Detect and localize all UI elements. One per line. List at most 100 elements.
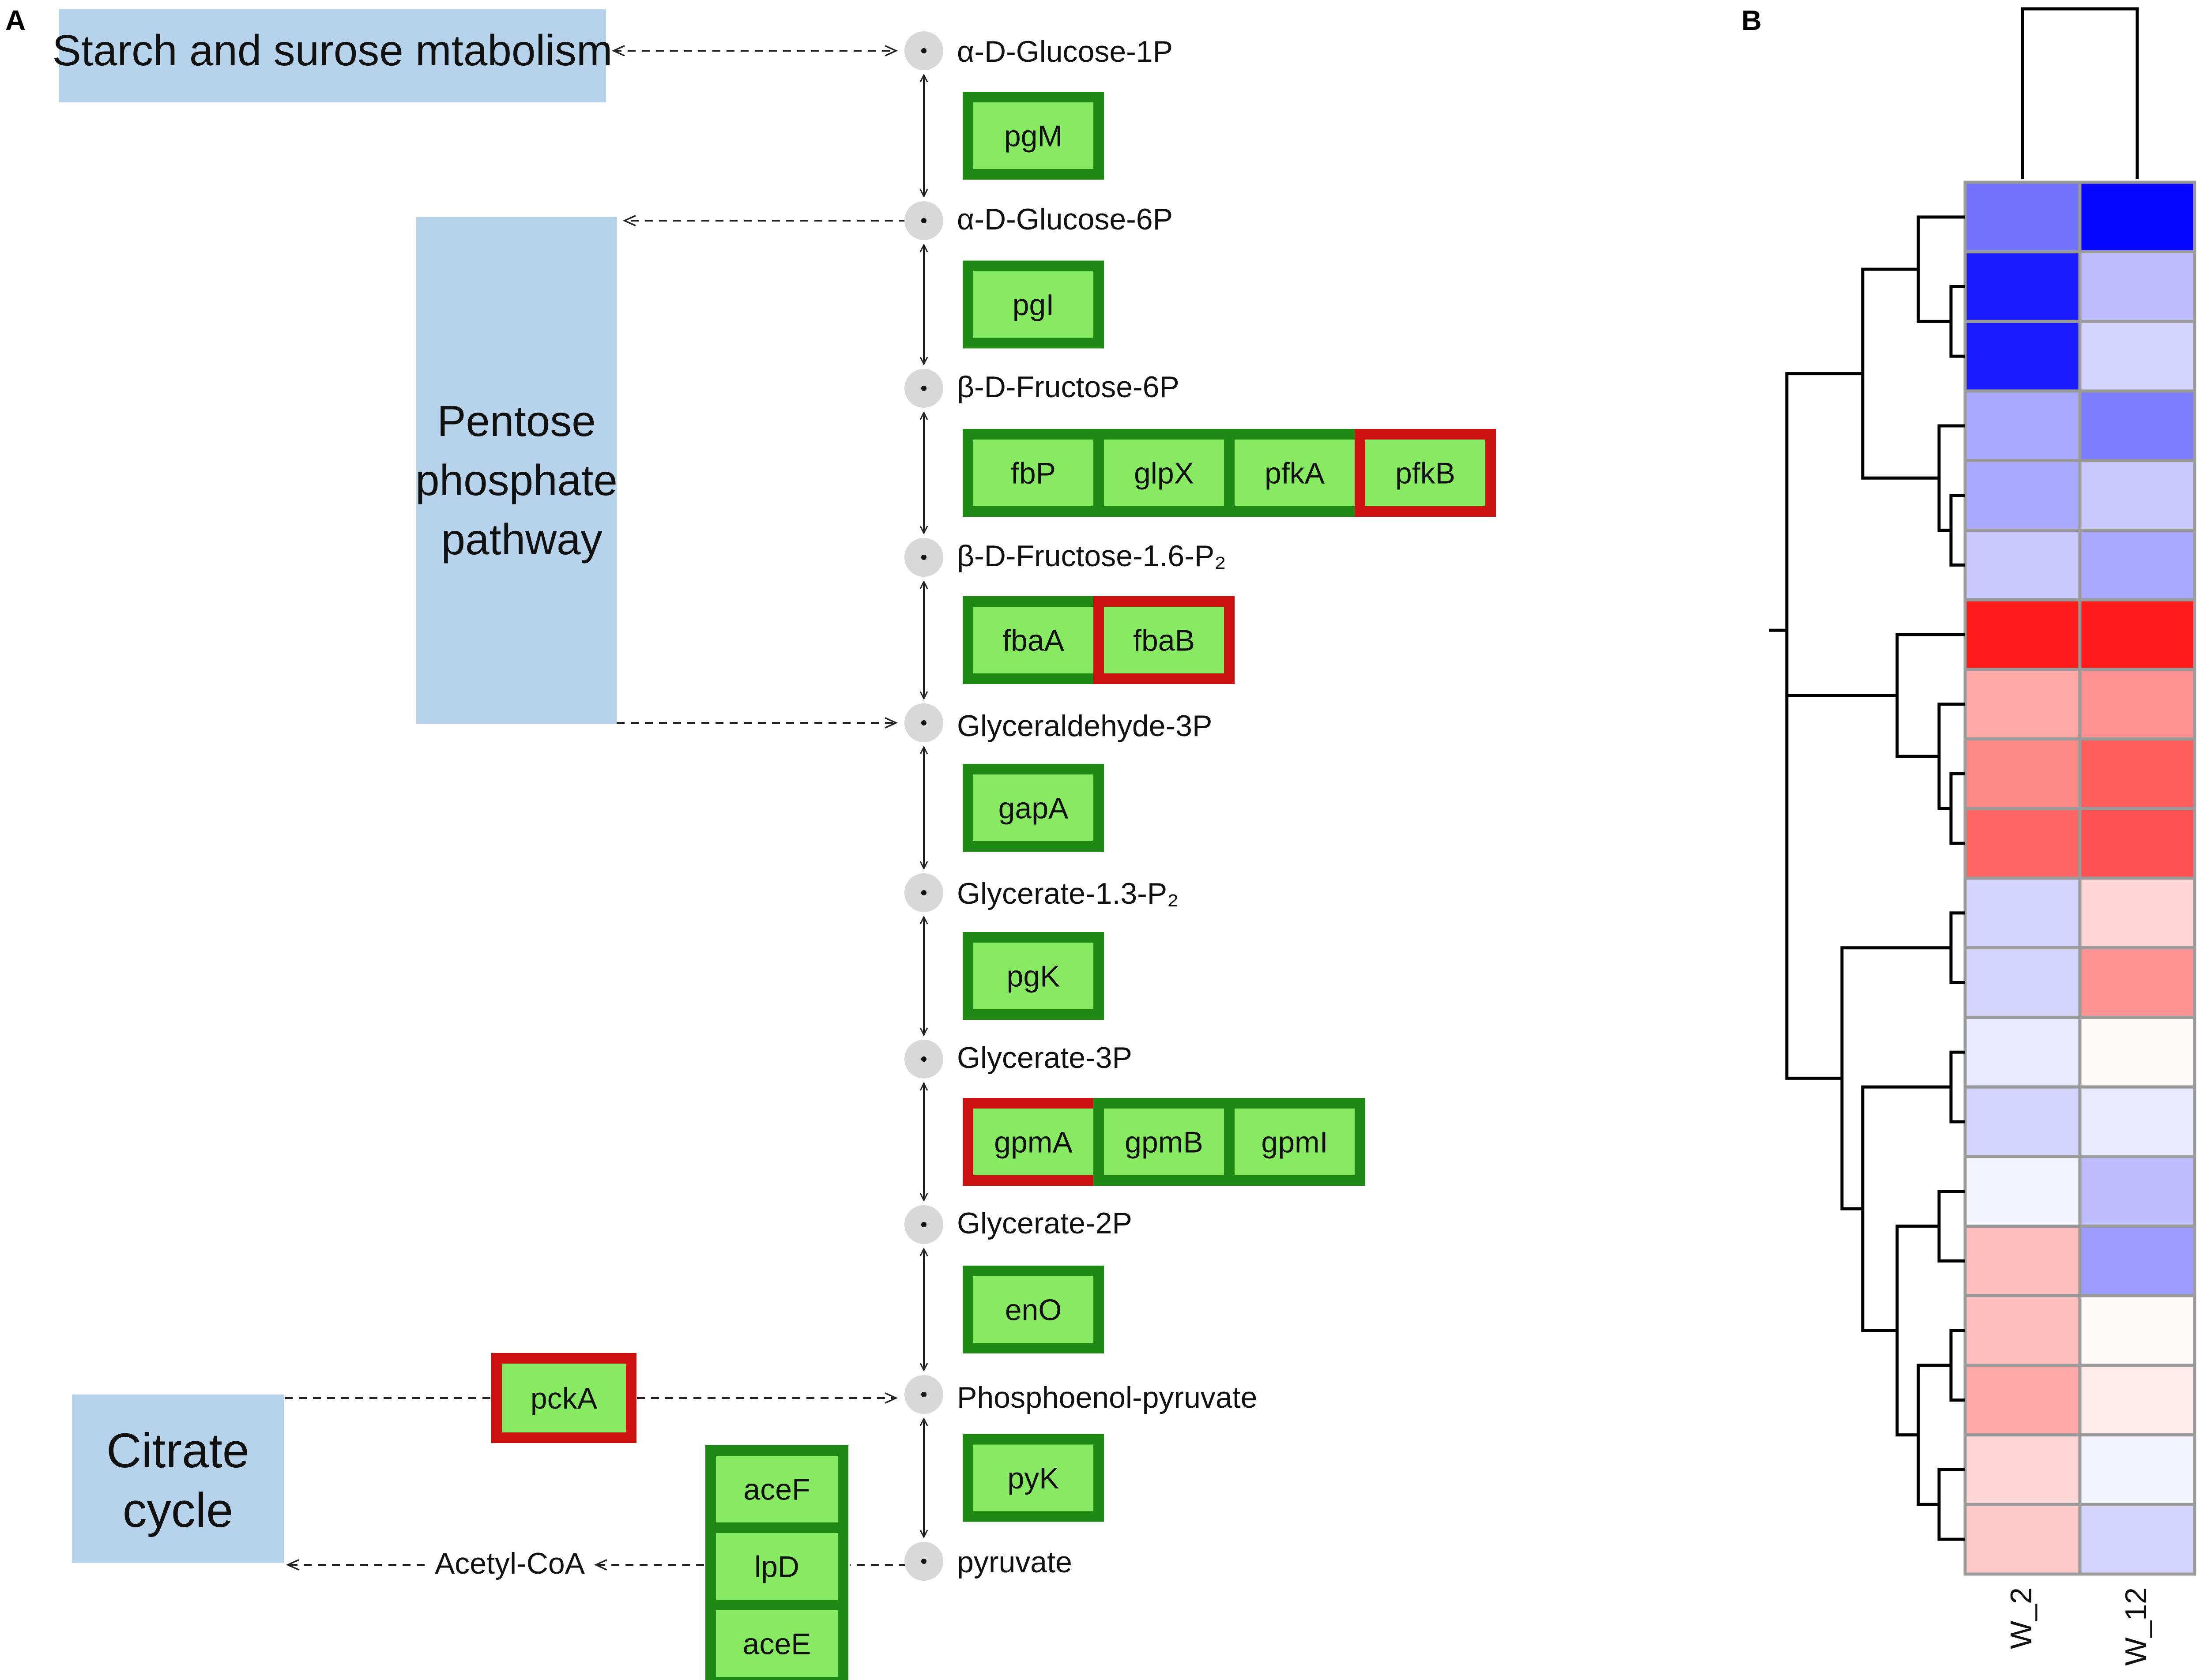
- heatmap-cell: [2078, 946, 2196, 1019]
- enzyme-acef: aceF: [705, 1445, 848, 1533]
- metabolite-label: Glycerate-3P: [957, 1041, 1132, 1075]
- enzyme-gpmb: gpmB: [1093, 1098, 1235, 1186]
- enzyme-fbp: fbP: [963, 429, 1104, 517]
- heatmap-cell: [1963, 1015, 2082, 1089]
- enzyme-label-gpmb: gpmB: [1125, 1126, 1203, 1159]
- heatmap-column-label: W_2: [2004, 1587, 2038, 1649]
- heatmap-cell: [2078, 389, 2196, 462]
- heatmap-cell: [1963, 1225, 2082, 1297]
- enzyme-group: pgI: [963, 260, 1104, 349]
- enzyme-label-eno: enO: [1005, 1293, 1062, 1327]
- metabolite-label: Glycerate-1.3-P₂: [957, 877, 1179, 910]
- metabolite-label: α-D-Glucose-1P: [957, 35, 1173, 68]
- heatmap-cell: [1963, 807, 2082, 880]
- enzyme-group: gpmA gpmB gpmI: [963, 1098, 1365, 1186]
- heatmap-cell: [1963, 1294, 2082, 1367]
- heatmap-cell: [2078, 1225, 2196, 1297]
- metabolite-label: β-D-Fructose-1.6-P₂: [957, 539, 1226, 573]
- row-dendrogram-branch: [1949, 285, 1965, 358]
- enzyme-group: pyK: [963, 1434, 1104, 1522]
- enzyme-group: pgK: [963, 932, 1104, 1020]
- ppp-label-line1: Pentose: [437, 397, 596, 445]
- citrate-cycle-box: Citrate cycle: [72, 1394, 284, 1563]
- heatmap-cell: [1963, 946, 2082, 1019]
- metabolite-node-glycerate-3p: Glycerate-3P: [904, 1040, 1132, 1079]
- metabolite-label: Glycerate-2P: [957, 1206, 1132, 1240]
- starch-metabolism-label: Starch and surose mtabolism: [52, 26, 612, 75]
- heatmap-cell: [2078, 1015, 2196, 1089]
- enzyme-gpma: gpmA: [963, 1098, 1104, 1186]
- enzyme-label-fbp: fbP: [1011, 457, 1056, 490]
- heatmap-cell: [1963, 876, 2082, 950]
- heatmap-cell: [2078, 1294, 2196, 1367]
- enzyme-label-pfkb: pfkB: [1395, 457, 1455, 490]
- heatmap-cell: [2078, 180, 2196, 254]
- metabolite-label: Glyceraldehyde-3P: [957, 709, 1212, 743]
- row-dendrogram-branch: [1785, 694, 1897, 1080]
- heatmap-cell: [2078, 1155, 2196, 1228]
- enzyme-eno: enO: [963, 1266, 1104, 1353]
- row-dendrogram-branch: [1861, 267, 1939, 480]
- enzyme-label-gpma: gpmA: [994, 1126, 1073, 1159]
- enzyme-group: pgM: [963, 92, 1104, 180]
- column-dendrogram: [2021, 7, 2139, 179]
- row-dendrogram-branch: [1937, 1190, 1965, 1263]
- starch-metabolism-box: Starch and surose mtabolism: [52, 9, 613, 102]
- heatmap-cell: [1963, 529, 2082, 601]
- metabolite-node-glyceraldehyde-3p: Glyceraldehyde-3P: [904, 703, 1212, 743]
- heatmap-cell: [2078, 737, 2196, 810]
- heatmap-cell: [1963, 319, 2082, 393]
- metabolite-node-glycerate-1-3-p: Glycerate-1.3-P₂: [904, 873, 1179, 912]
- enzyme-gpmi: gpmI: [1224, 1098, 1365, 1186]
- enzyme-label-fbab: fbaB: [1133, 624, 1195, 658]
- enzyme-acee: aceE: [705, 1600, 848, 1680]
- heatmap-cell: [1963, 1503, 2082, 1576]
- heatmap-cell: [1963, 1433, 2082, 1506]
- heatmap-cell: [2078, 529, 2196, 601]
- ppp-label-line2: phosphate: [415, 456, 618, 504]
- heatmap-cell: [1963, 737, 2082, 810]
- ppp-label-line3: pathway: [441, 515, 602, 564]
- row-dendrogram-branch: [1937, 1468, 1965, 1541]
- heatmap-cell: [2078, 598, 2196, 671]
- enzyme-fbab: fbaB: [1093, 596, 1235, 684]
- dashed-connectors: [285, 45, 907, 1571]
- metabolite-node-d-glucose-1p: α-D-Glucose-1P: [904, 31, 1173, 70]
- row-dendrogram-branch: [1895, 633, 1965, 758]
- enzyme-label-pcka: pckA: [531, 1382, 598, 1415]
- heatmap-cell: [1963, 459, 2082, 532]
- panel-a-label: A: [5, 4, 26, 36]
- heatmap-cell: [2078, 1085, 2196, 1158]
- metabolite-node-d-fructose-1-6-p: β-D-Fructose-1.6-P₂: [904, 538, 1226, 577]
- enzyme-glpx: glpX: [1093, 429, 1235, 517]
- heatmap-cell: [2078, 668, 2196, 741]
- citrate-label-line2: cycle: [123, 1483, 234, 1537]
- heatmap-dendrograms: [1769, 7, 2139, 1541]
- row-dendrogram-branch: [1917, 215, 1965, 323]
- heatmap-cell: [2078, 1503, 2196, 1576]
- heatmap-cell: [1963, 1155, 2082, 1228]
- acetyl-coa-label: Acetyl-CoA: [435, 1547, 585, 1580]
- enzyme-label-pgk: pgK: [1007, 960, 1060, 993]
- heatmap-cell: [1963, 1085, 2082, 1158]
- metabolite-node-phosphoenol-pyruvate: Phosphoenol-pyruvate: [904, 1375, 1257, 1414]
- heatmap-cell: [1963, 180, 2082, 254]
- enzyme-label-lpd: lpD: [754, 1550, 799, 1584]
- enzyme-label-gpmi: gpmI: [1261, 1126, 1328, 1159]
- enzyme-pgk: pgK: [963, 932, 1104, 1020]
- metabolite-label: α-D-Glucose-6P: [957, 203, 1173, 236]
- heatmap-cell: [1963, 668, 2082, 741]
- row-dendrogram-branch: [1917, 1364, 1951, 1506]
- citrate-label-line1: Citrate: [106, 1424, 249, 1478]
- heatmap-cell: [1963, 1364, 2082, 1437]
- heatmap-cell: [2078, 250, 2196, 323]
- enzyme-group: gapA: [963, 764, 1104, 852]
- enzyme-pfka: pfkA: [1224, 429, 1365, 517]
- row-dendrogram-branch: [1949, 1050, 1965, 1124]
- metabolite-node-d-fructose-6p: β-D-Fructose-6P: [904, 369, 1179, 408]
- metabolite-label: Phosphoenol-pyruvate: [957, 1381, 1257, 1414]
- enzyme-pgi: pgI: [963, 260, 1104, 349]
